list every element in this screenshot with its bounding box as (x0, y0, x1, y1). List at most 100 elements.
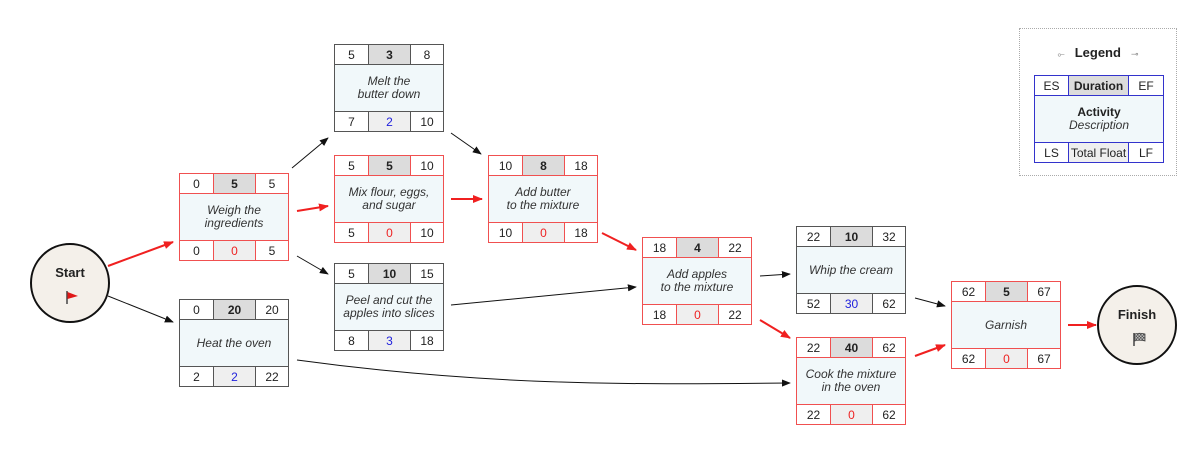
early-start: 22 (797, 227, 831, 246)
duration: 5 (986, 282, 1028, 301)
legend-es: ES (1035, 76, 1069, 95)
early-finish: 18 (574, 158, 588, 173)
early-start: 5 (335, 45, 369, 64)
late-finish: 18 (420, 333, 434, 348)
early-finish: 20 (265, 302, 279, 317)
early-finish: 32 (882, 229, 896, 244)
late-finish: 10 (420, 225, 434, 240)
early-start: 10 (489, 156, 523, 175)
total-float: 0 (214, 241, 256, 260)
duration: 40 (831, 338, 873, 357)
arrow-whip-garnish (914, 297, 946, 308)
total-float: 30 (831, 294, 873, 313)
duration: 5 (369, 156, 411, 175)
red-flag-icon (66, 291, 78, 304)
late-finish: 22 (265, 369, 279, 384)
late-finish: 62 (882, 407, 896, 422)
legend-ls: LS (1035, 143, 1069, 162)
arrow-peel-apples (450, 284, 637, 306)
start-label: Start (55, 265, 85, 280)
activity-mix[interactable]: 5 5 10 Mix flour, eggs, and sugar 5 0 10 (334, 155, 444, 243)
activity-description: Peel and cut the apples into slices (343, 293, 435, 320)
activity-peel[interactable]: 5 10 15 Peel and cut the apples into sli… (334, 263, 444, 351)
arrow-weigh-melt (291, 137, 329, 169)
late-start: 22 (797, 405, 831, 424)
total-float: 0 (986, 349, 1028, 368)
arrow-start-weigh (107, 241, 174, 267)
early-finish: 22 (728, 240, 742, 255)
start-milestone[interactable]: Start (30, 243, 110, 323)
activity-apples[interactable]: 18 4 22 Add apples to the mixture 18 0 2… (642, 237, 752, 325)
activity-whip[interactable]: 22 10 32 Whip the cream 52 30 62 (796, 226, 906, 314)
early-finish: 15 (420, 266, 434, 281)
late-start: 7 (335, 112, 369, 131)
early-start: 22 (797, 338, 831, 357)
duration: 10 (831, 227, 873, 246)
total-float: 0 (369, 223, 411, 242)
activity-garnish[interactable]: 62 5 67 Garnish 62 0 67 (951, 281, 1061, 369)
duration: 20 (214, 300, 256, 319)
late-start: 62 (952, 349, 986, 368)
activity-description: Melt the butter down (357, 74, 421, 101)
early-finish: 8 (423, 47, 431, 62)
arrow-melt-butter (450, 132, 482, 155)
early-start: 18 (643, 238, 677, 257)
duration: 8 (523, 156, 565, 175)
early-start: 62 (952, 282, 986, 301)
legend-lf: LF (1138, 145, 1153, 160)
finish-milestone[interactable]: Finish (1097, 285, 1177, 365)
legend-activity: Activity (1077, 105, 1121, 119)
early-finish: 67 (1037, 284, 1051, 299)
late-start: 5 (335, 223, 369, 242)
total-float: 0 (677, 305, 719, 324)
late-finish: 10 (420, 114, 434, 129)
early-finish: 5 (268, 176, 276, 191)
arrow-heat-cook (296, 359, 791, 387)
ornament-right-icon: ⊸ (1130, 49, 1139, 59)
activity-heat[interactable]: 0 20 20 Heat the oven 2 2 22 (179, 299, 289, 387)
arrow-apples-cook (759, 319, 791, 339)
early-start: 5 (335, 156, 369, 175)
arrow-start-heat (107, 295, 174, 323)
ornament-left-icon: ⟜ (1057, 49, 1065, 59)
late-finish: 18 (574, 225, 588, 240)
activity-description: Whip the cream (808, 262, 894, 277)
legend-description: Description (1068, 118, 1130, 132)
late-finish: 67 (1037, 351, 1051, 366)
late-finish: 22 (728, 307, 742, 322)
early-start: 5 (335, 264, 369, 283)
activity-melt[interactable]: 5 3 8 Melt the butter down 7 2 10 (334, 44, 444, 132)
early-finish: 10 (420, 158, 434, 173)
late-start: 0 (180, 241, 214, 260)
finish-label: Finish (1117, 307, 1157, 322)
late-start: 18 (643, 305, 677, 324)
late-finish: 62 (882, 296, 896, 311)
duration: 10 (369, 264, 411, 283)
late-start: 52 (797, 294, 831, 313)
activity-description: Garnish (984, 317, 1028, 332)
early-finish: 62 (882, 340, 896, 355)
legend-duration: Duration (1069, 76, 1129, 95)
activity-cook[interactable]: 22 40 62 Cook the mixture in the oven 22… (796, 337, 906, 425)
duration: 4 (677, 238, 719, 257)
activity-weigh[interactable]: 0 5 5 Weigh the ingredients 0 0 5 (179, 173, 289, 261)
checkered-flag-icon (1133, 332, 1146, 346)
total-float: 2 (214, 367, 256, 386)
legend: ⟜Legend⊸ ES Duration EF Activity Descrip… (1019, 28, 1177, 176)
total-float: 2 (369, 112, 411, 131)
activity-description: Mix flour, eggs, and sugar (348, 185, 430, 212)
activity-description: Cook the mixture in the oven (805, 367, 897, 394)
activity-description: Weigh the ingredients (204, 203, 264, 230)
late-start: 2 (180, 367, 214, 386)
legend-ef: EF (1138, 78, 1154, 93)
activity-butter[interactable]: 10 8 18 Add butter to the mixture 10 0 1… (488, 155, 598, 243)
legend-activity-box: ES Duration EF Activity Description LS T… (1034, 75, 1164, 163)
duration: 3 (369, 45, 411, 64)
early-start: 0 (180, 174, 214, 193)
arrow-butter-apples (601, 232, 637, 251)
arrow-cook-garnish (914, 344, 946, 357)
activity-description: Add butter to the mixture (506, 185, 580, 212)
arrow-weigh-peel (296, 255, 329, 275)
duration: 5 (214, 174, 256, 193)
